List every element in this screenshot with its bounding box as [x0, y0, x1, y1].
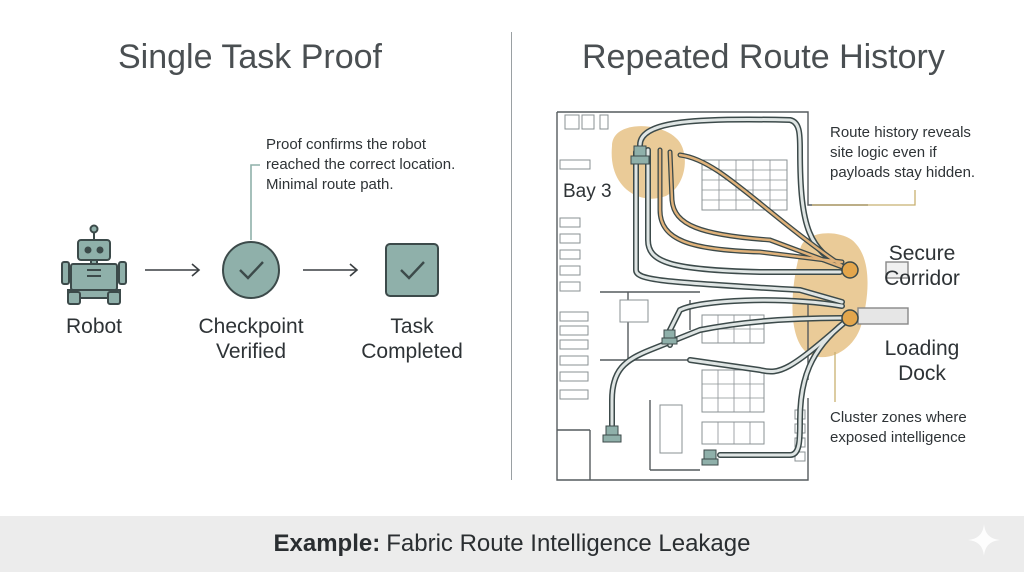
footer-caption: Example: Fabric Route Intelligence Leaka… — [0, 516, 1024, 572]
check-square-icon — [385, 243, 439, 297]
robot-icon — [701, 449, 719, 466]
route-note: Route history reveals site logic even if… — [830, 124, 976, 181]
check-circle-icon — [222, 241, 280, 299]
robot-icon — [630, 145, 650, 165]
secure-corridor-label: Secure Corridor — [884, 242, 960, 290]
left-panel-title: Single Task Proof — [118, 38, 382, 76]
route-note-leader — [812, 190, 916, 206]
robot-icon — [61, 224, 127, 305]
panel-divider — [511, 32, 512, 480]
bay-label: Bay 3 — [563, 181, 612, 202]
proof-note-leader — [250, 164, 260, 240]
proof-note: Proof confirms the robot reached the cor… — [266, 136, 456, 193]
route-paths-teal — [609, 116, 848, 458]
secure-corridor-marker — [841, 261, 859, 279]
robot-icon — [661, 329, 678, 345]
route-paths-orange — [657, 147, 848, 271]
footer-text: Fabric Route Intelligence Leakage — [386, 530, 751, 557]
checkpoint-label: Checkpoint Verified — [198, 315, 304, 363]
loading-dock-marker — [841, 309, 859, 327]
task-label: Task Completed — [361, 315, 463, 363]
loading-dock-label: Loading Dock — [884, 337, 960, 385]
arrow-right-icon — [303, 263, 359, 277]
sparkle-icon — [968, 524, 1000, 556]
robot-icon — [602, 425, 622, 443]
arrow-right-icon — [145, 263, 201, 277]
footer-prefix: Example: — [273, 530, 381, 557]
right-panel-title: Repeated Route History — [582, 38, 945, 76]
cluster-note: Cluster zones where exposed intelligence — [830, 409, 967, 446]
robot-label: Robot — [65, 315, 123, 338]
left-panel-diagram — [61, 164, 439, 305]
floor-plan-map — [556, 111, 916, 481]
